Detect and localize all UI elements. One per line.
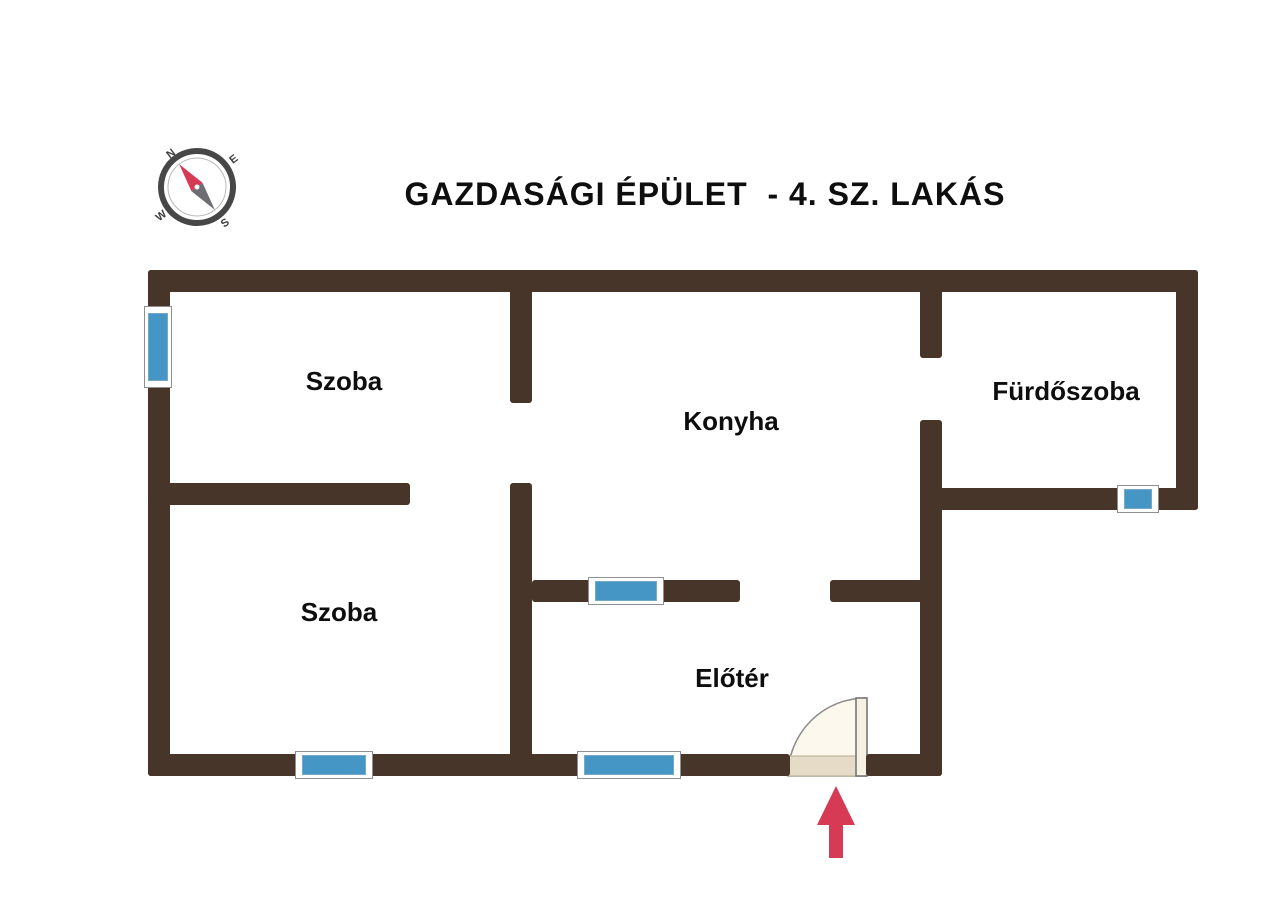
- entrance-arrow-shape: [817, 786, 855, 858]
- window-pane: [595, 581, 657, 601]
- room-label-furdoszoba: Fürdőszoba: [992, 376, 1140, 406]
- compass-pin: [194, 184, 200, 190]
- wall-left-exterior: [148, 270, 170, 776]
- entrance-arrow-icon: [817, 786, 855, 858]
- compass-e: E: [227, 152, 240, 166]
- compass-ring-inner: [167, 157, 227, 217]
- door-leaf: [855, 697, 868, 777]
- wall-szoba-divider: [148, 483, 410, 505]
- window-eloter-bottom: [577, 751, 681, 779]
- room-label-eloter: Előtér: [695, 663, 769, 693]
- wall-center-vertical-top: [510, 270, 532, 403]
- window-szoba-top-left: [144, 306, 172, 388]
- window-pane: [1124, 489, 1152, 509]
- window-pane: [302, 755, 366, 775]
- room-label-szoba-bottom: Szoba: [300, 597, 378, 627]
- wall-top-exterior: [148, 270, 1198, 292]
- room-label-szoba-top: Szoba: [305, 366, 383, 396]
- wall-bottom-exterior-left: [148, 754, 790, 776]
- compass-s: S: [219, 216, 232, 230]
- wall-center-vertical-bottom: [510, 483, 532, 776]
- entrance-door: [787, 697, 868, 777]
- wall-bathroom-left-stub: [920, 270, 942, 358]
- wall-konyha-eloter-right: [830, 580, 942, 602]
- compass-needle-south: [191, 182, 215, 210]
- window-pane: [584, 755, 674, 775]
- door-threshold: [788, 755, 867, 777]
- window-furdoszoba: [1117, 485, 1159, 513]
- window-konyha-eloter: [588, 577, 664, 605]
- page-title: GAZDASÁGI ÉPÜLET - 4. SZ. LAKÁS: [404, 176, 1006, 212]
- compass-needle-north: [179, 164, 203, 192]
- wall-right-exterior: [1176, 270, 1198, 510]
- window-szoba-bottom: [295, 751, 373, 779]
- window-pane: [148, 313, 168, 381]
- compass-icon: N E S W: [154, 147, 241, 231]
- room-label-konyha: Konyha: [683, 406, 779, 436]
